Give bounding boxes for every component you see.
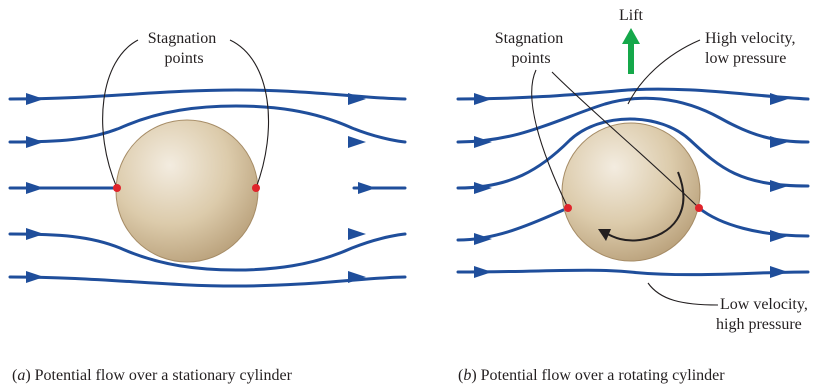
stagnation-point-left-a <box>113 184 121 192</box>
arrowhead-b-9 <box>770 230 788 242</box>
lift-arrow <box>622 28 640 74</box>
arrowhead-b-6 <box>770 93 788 105</box>
arrowhead-a-7 <box>348 136 366 148</box>
stagnation-label-a-line1: Stagnation <box>148 30 216 47</box>
arrowhead-b-8 <box>770 180 788 192</box>
caption-b-text: Potential flow over a rotating cylinder <box>477 367 726 384</box>
high-velocity-line2: low pressure <box>705 50 786 67</box>
caption-a-text: Potential flow over a stationary cylinde… <box>31 367 293 384</box>
stagnation-point-left-b <box>564 204 572 212</box>
stagnation-label-a: Stagnation points <box>148 30 220 67</box>
caption-a-letter: a <box>17 367 25 384</box>
panel-b: Lift Stagnation points High velocity, lo… <box>458 7 812 384</box>
stagnation-label-b: Stagnation points <box>495 30 567 67</box>
high-velocity-label: High velocity, low pressure <box>705 30 800 67</box>
caption-a: (a) Potential flow over a stationary cyl… <box>12 367 293 384</box>
panel-a: Stagnation points (a) Potential flow ove… <box>10 30 405 384</box>
arrowhead-b-2 <box>474 136 492 148</box>
arrowhead-b-4 <box>474 233 492 245</box>
lift-arrow-head <box>622 28 640 44</box>
high-velocity-line1: High velocity, <box>705 30 796 47</box>
lift-label: Lift <box>619 7 644 24</box>
stagnation-label-b-line2: points <box>511 50 550 67</box>
stationary-cylinder <box>116 120 258 262</box>
streamline-a-1 <box>10 90 405 99</box>
arrowhead-a-5 <box>26 271 44 283</box>
arrowhead-b-7 <box>770 136 788 148</box>
streamline-b-5 <box>458 270 808 274</box>
arrowhead-a-8 <box>358 182 376 194</box>
low-velocity-line2: high pressure <box>716 316 802 333</box>
arrowhead-a-3 <box>26 182 44 194</box>
high-velocity-leader <box>628 40 700 104</box>
low-velocity-line1: Low velocity, <box>720 296 808 313</box>
stagnation-point-right-a <box>252 184 260 192</box>
stagnation-point-right-b <box>695 204 703 212</box>
arrowhead-a-9 <box>348 228 366 240</box>
caption-b-letter: b <box>463 367 471 384</box>
low-velocity-label: Low velocity, high pressure <box>716 296 812 333</box>
arrowhead-b-1 <box>474 93 492 105</box>
arrowhead-a-4 <box>26 228 44 240</box>
arrowhead-b-10 <box>770 266 788 278</box>
arrowhead-a-2 <box>26 136 44 148</box>
streamline-a-5 <box>10 277 405 286</box>
caption-b: (b) Potential flow over a rotating cylin… <box>458 367 725 384</box>
low-velocity-leader <box>648 283 718 305</box>
arrowhead-b-5 <box>474 266 492 278</box>
lift-arrow-shaft <box>628 40 634 74</box>
stagnation-label-b-line1: Stagnation <box>495 30 563 47</box>
stagnation-label-a-line2: points <box>164 50 203 67</box>
arrowhead-a-1 <box>26 93 44 105</box>
arrowhead-b-3 <box>474 182 492 194</box>
